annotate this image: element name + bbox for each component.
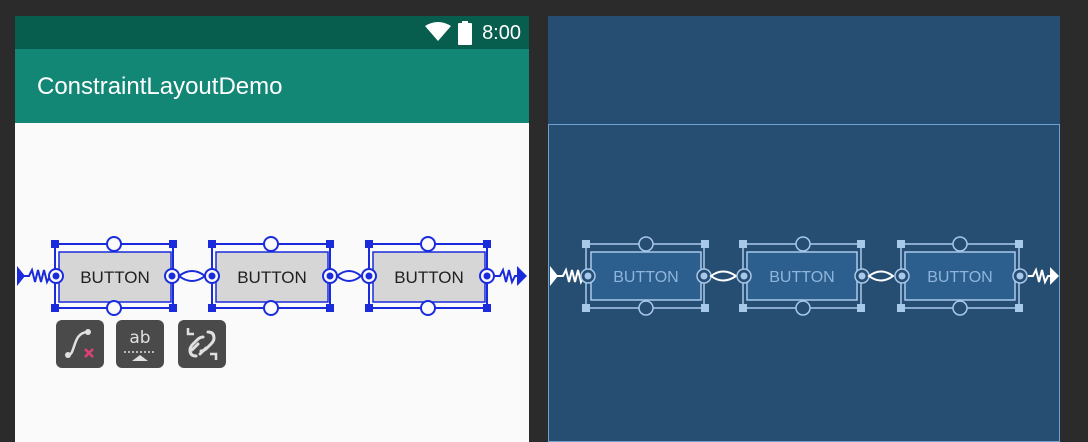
design-button-3-label: BUTTON (394, 268, 464, 287)
left-parent-spring (22, 267, 56, 285)
status-time: 8:00 (482, 22, 521, 44)
constraint-overlay: BUTTON BUTTON (17, 236, 527, 316)
resize-handle[interactable] (326, 240, 334, 248)
chain-link-1-2 (177, 270, 207, 282)
anchor-top[interactable] (263, 236, 279, 252)
design-button-3[interactable]: BUTTON (361, 236, 495, 316)
baseline-icon (124, 351, 156, 361)
resize-handle[interactable] (208, 240, 216, 248)
anchor-bottom[interactable] (420, 300, 436, 316)
anchor-top[interactable] (106, 236, 122, 252)
blueprint-overlay: BUTTON BUTTON (550, 236, 1059, 316)
resize-handle[interactable] (208, 304, 216, 312)
edit-baseline-button[interactable]: ab (116, 320, 164, 368)
design-button-1-label: BUTTON (80, 268, 150, 287)
blueprint-button-3[interactable]: BUTTON (894, 236, 1028, 316)
blueprint-right-spring (1028, 267, 1051, 285)
anchor-bottom[interactable] (263, 300, 279, 316)
right-parent-arrow (517, 266, 527, 286)
left-parent-arrow (17, 266, 25, 286)
clear-constraints-button[interactable] (56, 320, 104, 368)
design-button-1[interactable]: BUTTON (48, 236, 180, 316)
clear-constraints-icon (65, 329, 94, 358)
blueprint-view: BUTTON BUTTON (548, 16, 1060, 442)
blueprint-button-2-label: BUTTON (769, 269, 834, 286)
design-button-2[interactable]: BUTTON (204, 236, 338, 316)
chain-cycle-icon (186, 328, 218, 360)
blueprint-button-3-label: BUTTON (927, 269, 992, 286)
resize-handle[interactable] (483, 304, 491, 312)
resize-handle[interactable] (365, 304, 373, 312)
resize-handle[interactable] (169, 304, 177, 312)
blueprint-chain-link-1-2 (709, 270, 738, 282)
anchor-top[interactable] (420, 236, 436, 252)
resize-handle[interactable] (483, 240, 491, 248)
resize-handle[interactable] (51, 240, 59, 248)
anchor-bottom[interactable] (106, 300, 122, 316)
app-bar: ConstraintLayoutDemo (15, 49, 529, 123)
baseline-label: ab (129, 328, 151, 348)
blueprint-button-1-label: BUTTON (613, 269, 678, 286)
blueprint-chain-link-2-3 (867, 270, 895, 282)
design-view: 8:00 ConstraintLayoutDemo BUTTON (15, 16, 529, 442)
wifi-icon (425, 22, 451, 41)
blueprint-button-2[interactable]: BUTTON (736, 236, 870, 316)
blueprint-button-1[interactable]: BUTTON (580, 236, 712, 316)
resize-handle[interactable] (51, 304, 59, 312)
status-bar: 8:00 (15, 16, 529, 49)
right-parent-spring (495, 267, 520, 285)
app-title: ConstraintLayoutDemo (37, 73, 283, 100)
chain-link-2-3 (335, 270, 363, 282)
chain-cycle-button[interactable] (178, 320, 226, 368)
resize-handle[interactable] (169, 240, 177, 248)
resize-handle[interactable] (326, 304, 334, 312)
resize-handle[interactable] (365, 240, 373, 248)
design-button-2-label: BUTTON (237, 268, 307, 287)
battery-icon (458, 21, 472, 45)
